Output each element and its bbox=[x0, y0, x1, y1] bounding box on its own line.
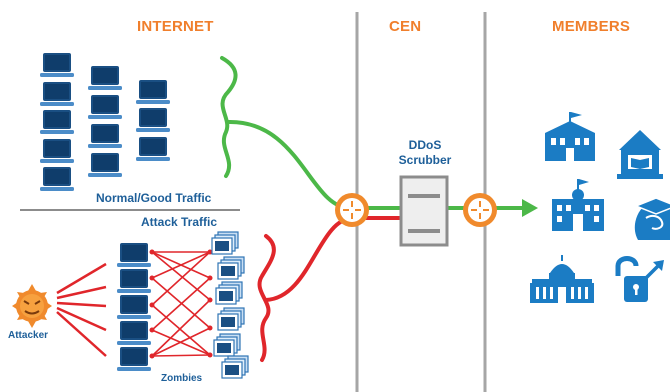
cen-header: CEN bbox=[389, 18, 422, 35]
laptop-icon bbox=[136, 137, 170, 161]
normal-traffic-label: Normal/Good Traffic bbox=[96, 191, 212, 205]
laptop-icon bbox=[136, 108, 170, 132]
devil-face-icon bbox=[12, 284, 52, 328]
internet-header: INTERNET bbox=[137, 18, 214, 35]
server-stack-icon bbox=[211, 231, 239, 255]
school-building-icon bbox=[545, 112, 595, 161]
router-icon bbox=[334, 192, 370, 228]
zombie-servers bbox=[211, 231, 249, 379]
student-head-icon bbox=[633, 197, 670, 240]
laptop-icon bbox=[117, 347, 151, 371]
server-stack-icon bbox=[217, 256, 245, 280]
compromised-laptops bbox=[117, 243, 151, 371]
laptop-icon bbox=[88, 153, 122, 177]
server-stack-icon bbox=[221, 355, 249, 379]
laptop-icon bbox=[88, 124, 122, 148]
attacker-label: Attacker bbox=[8, 330, 49, 341]
laptop-icon bbox=[136, 80, 170, 104]
good-traffic-squiggle bbox=[220, 56, 238, 178]
zombie-mesh-nodes bbox=[149, 249, 213, 359]
laptop-icon bbox=[88, 66, 122, 90]
library-icon bbox=[617, 130, 663, 179]
laptop-icon bbox=[40, 167, 74, 191]
laptop-icon bbox=[40, 82, 74, 106]
laptop-icon bbox=[88, 95, 122, 119]
government-capitol-icon bbox=[530, 255, 594, 303]
server-stack-icon bbox=[215, 281, 243, 305]
laptop-icon bbox=[40, 110, 74, 134]
laptop-icon bbox=[117, 243, 151, 267]
campus-building-icon bbox=[552, 179, 604, 231]
attack-traffic-squiggle bbox=[257, 234, 276, 362]
scrubber-label-line1: DDoS bbox=[408, 138, 442, 152]
attacker-rays bbox=[56, 262, 107, 357]
attack-traffic-label: Attack Traffic bbox=[141, 215, 218, 229]
server-stack-icon bbox=[213, 333, 241, 357]
scrubber-label-line2: Scrubber bbox=[398, 153, 452, 167]
unlock-icon bbox=[615, 256, 664, 302]
laptop-icon bbox=[117, 295, 151, 319]
server-icon bbox=[399, 175, 449, 247]
router-icon bbox=[462, 192, 498, 228]
zombie-mesh bbox=[151, 251, 211, 357]
laptop-icon bbox=[40, 53, 74, 77]
good-traffic-arrowhead bbox=[522, 199, 538, 217]
zombies-label: Zombies bbox=[161, 373, 203, 384]
laptop-icon bbox=[40, 139, 74, 163]
server-stack-icon bbox=[217, 307, 245, 331]
members-header: MEMBERS bbox=[552, 18, 631, 35]
laptop-icon bbox=[117, 269, 151, 293]
normal-hosts-grid bbox=[40, 53, 170, 191]
laptop-icon bbox=[117, 321, 151, 345]
